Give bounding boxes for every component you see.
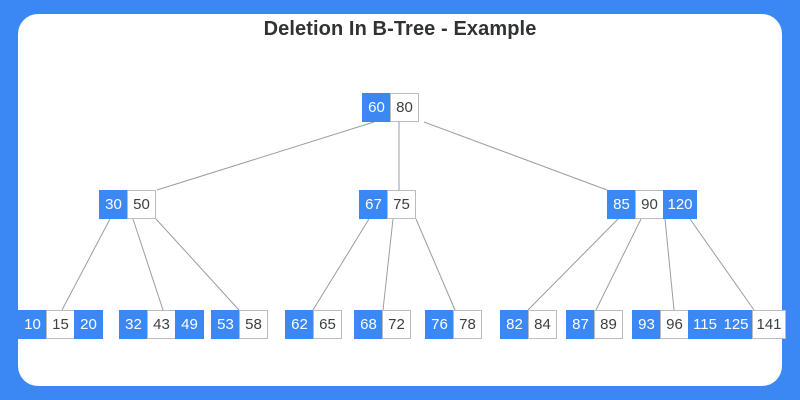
key-cell: 76 bbox=[425, 310, 454, 339]
key-cell: 10 bbox=[18, 310, 47, 339]
key-cell: 85 bbox=[607, 190, 636, 219]
key-cell: 49 bbox=[175, 310, 204, 339]
key-cell: 93 bbox=[632, 310, 661, 339]
key-cell: 58 bbox=[239, 310, 268, 339]
key-cell: 87 bbox=[566, 310, 595, 339]
key-cell: 82 bbox=[500, 310, 529, 339]
key-cell: 30 bbox=[99, 190, 128, 219]
key-cell: 65 bbox=[313, 310, 342, 339]
key-cell: 89 bbox=[594, 310, 623, 339]
key-cell: 67 bbox=[359, 190, 388, 219]
key-cell: 78 bbox=[453, 310, 482, 339]
key-cell: 50 bbox=[127, 190, 156, 219]
key-cell: 15 bbox=[46, 310, 75, 339]
key-cell: 43 bbox=[147, 310, 176, 339]
key-cell: 20 bbox=[74, 310, 103, 339]
key-cell: 72 bbox=[382, 310, 411, 339]
key-cell: 90 bbox=[635, 190, 664, 219]
key-cell: 68 bbox=[354, 310, 383, 339]
key-cell: 62 bbox=[285, 310, 314, 339]
key-cell: 141 bbox=[752, 310, 786, 339]
key-cell: 120 bbox=[663, 190, 697, 219]
key-cell: 75 bbox=[387, 190, 416, 219]
key-cell: 115 bbox=[688, 310, 722, 339]
key-cell: 32 bbox=[119, 310, 148, 339]
key-cell: 96 bbox=[660, 310, 689, 339]
key-cell: 53 bbox=[211, 310, 240, 339]
key-cell: 84 bbox=[528, 310, 557, 339]
key-cell: 125 bbox=[719, 310, 753, 339]
key-cell: 60 bbox=[362, 93, 391, 122]
key-cell: 80 bbox=[390, 93, 419, 122]
page-title: Deletion In B-Tree - Example bbox=[263, 18, 537, 40]
